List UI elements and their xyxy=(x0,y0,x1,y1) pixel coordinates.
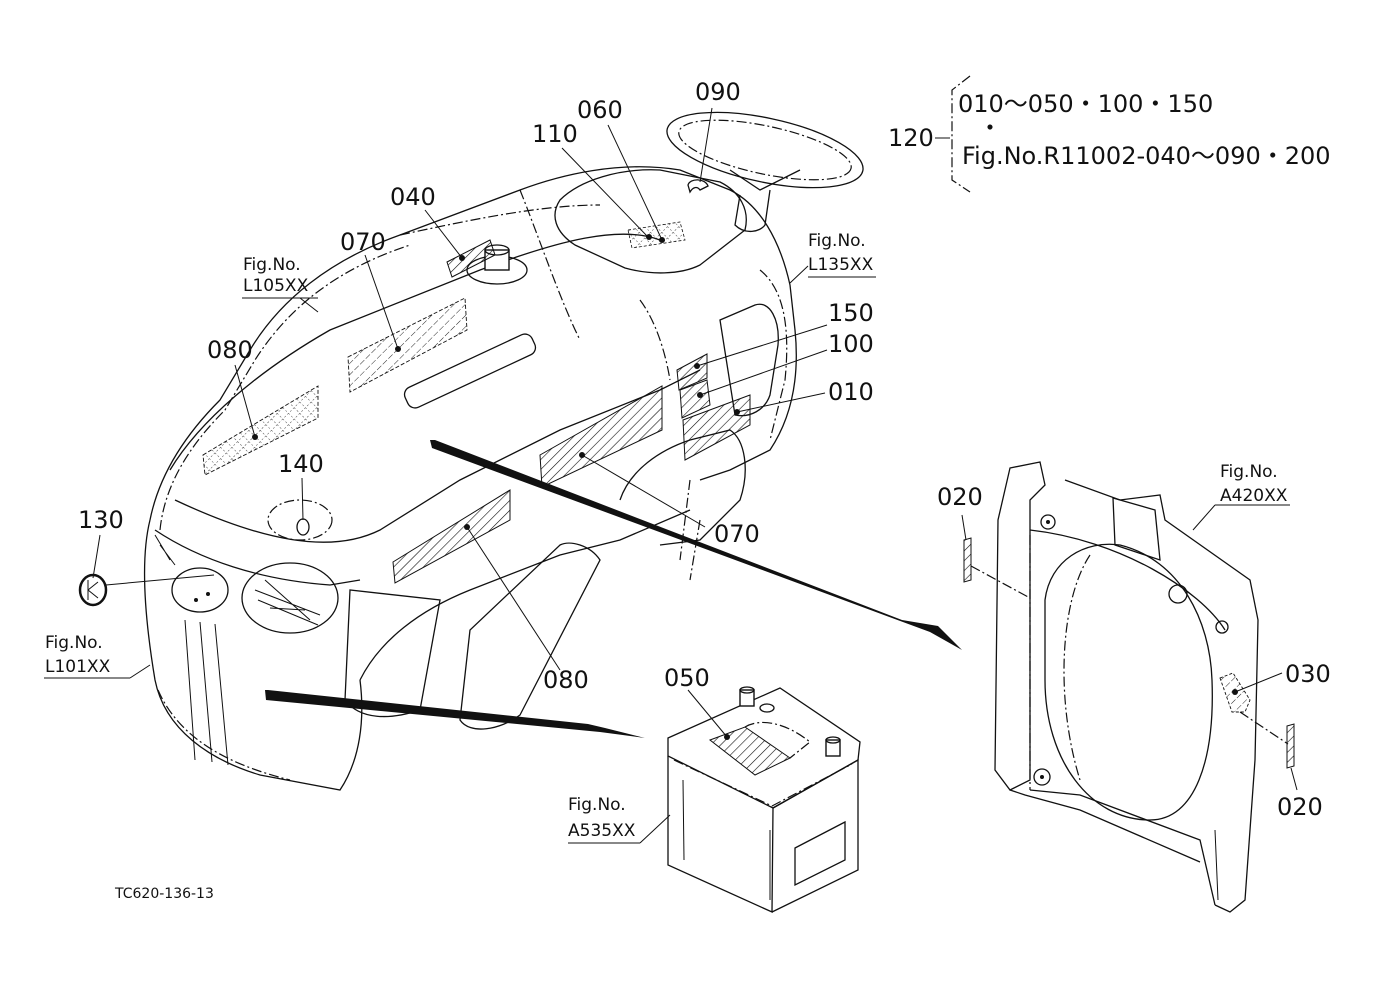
callout-labels: 090 060 110 040 070 080 140 130 150 100 … xyxy=(78,78,1331,821)
callout-020-right: 020 xyxy=(1277,793,1323,821)
callout-010: 010 xyxy=(828,378,874,406)
fig-ref-a535-title: Fig.No. xyxy=(568,795,626,815)
callout-110: 110 xyxy=(532,120,578,148)
decal-020-left xyxy=(963,537,972,583)
emblem-130 xyxy=(78,573,108,607)
fig-ref-a420-number: A420XX xyxy=(1220,486,1288,506)
decal-080-top xyxy=(202,385,319,476)
callout-150: 150 xyxy=(828,299,874,327)
fig-ref-l135-title: Fig.No. xyxy=(808,231,866,251)
fig-ref-l105-title: Fig.No. xyxy=(243,255,301,275)
assembly-note: 120 010～050・100・150 ・ Fig.No.R11002-040～… xyxy=(888,75,1331,193)
decal-010 xyxy=(682,394,751,461)
callout-130: 130 xyxy=(78,506,124,534)
fig-ref-l135-number: L135XX xyxy=(808,255,874,275)
leader-lines xyxy=(44,107,876,679)
decal-080-side xyxy=(392,489,511,584)
note-line-2: ・ xyxy=(978,114,1002,142)
fig-ref-a420-title: Fig.No. xyxy=(1220,462,1278,482)
callout-070-side: 070 xyxy=(714,520,760,548)
note-line-3: Fig.No.R11002-040～090・200 xyxy=(962,142,1331,170)
drawing-number: TC620-136-13 xyxy=(114,886,214,902)
figure-references: Fig.No. L105XX Fig.No. L135XX Fig.No. L1… xyxy=(45,231,1288,841)
callout-100: 100 xyxy=(828,330,874,358)
decal-070-side xyxy=(539,385,663,488)
tractor-hood xyxy=(78,111,864,791)
radiator-shroud xyxy=(961,461,1298,913)
callout-140: 140 xyxy=(278,450,324,478)
decal-070-top xyxy=(347,297,468,393)
callout-070-top: 070 xyxy=(340,228,386,256)
callout-050: 050 xyxy=(664,664,710,692)
note-line-1: 010～050・100・150 xyxy=(958,90,1213,118)
decal-150 xyxy=(676,353,708,391)
callout-030: 030 xyxy=(1285,660,1331,688)
note-ref-number: 120 xyxy=(888,124,934,152)
decal-050 xyxy=(708,726,791,776)
decal-040 xyxy=(446,239,496,278)
callout-040: 040 xyxy=(390,183,436,211)
fig-ref-l101-title: Fig.No. xyxy=(45,633,103,653)
callout-020-left: 020 xyxy=(937,483,983,511)
callout-080-side: 080 xyxy=(543,666,589,694)
fig-ref-l105-number: L105XX xyxy=(243,276,309,296)
fig-ref-a535-number: A535XX xyxy=(568,821,636,841)
callout-060: 060 xyxy=(577,96,623,124)
fig-ref-l101-number: L101XX xyxy=(45,657,111,677)
callout-090: 090 xyxy=(695,78,741,106)
battery xyxy=(568,686,861,914)
pointer-arrows xyxy=(265,440,962,738)
callout-080-top: 080 xyxy=(207,336,253,364)
decal-060-110 xyxy=(627,221,686,249)
decal-020-right xyxy=(1286,723,1295,769)
decal-100 xyxy=(679,379,711,419)
